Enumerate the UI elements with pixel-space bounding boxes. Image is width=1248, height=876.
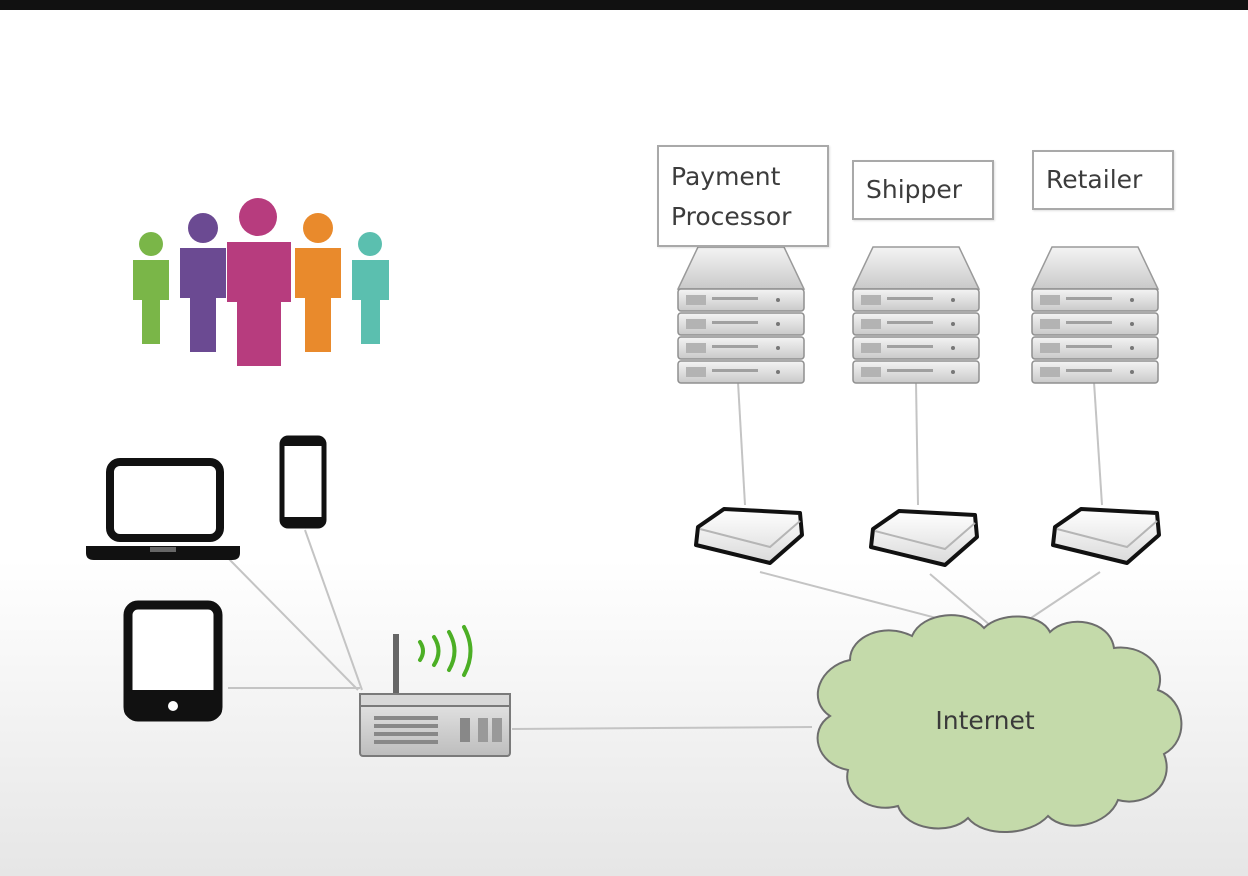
- person-magenta-icon: [227, 198, 291, 366]
- laptop-icon: [86, 458, 240, 560]
- smartphone-icon: [279, 435, 327, 529]
- payment-processor-label: Payment Processor: [657, 145, 829, 247]
- server-rack-payment-icon: [677, 246, 805, 384]
- wifi-waves-icon: [418, 625, 473, 677]
- server-rack-retailer-icon: [1031, 246, 1159, 384]
- retailer-label: Retailer: [1032, 150, 1174, 210]
- shipper-label: Shipper: [852, 160, 994, 220]
- switch-payment-icon: [694, 507, 804, 565]
- switch-retailer-icon: [1051, 507, 1161, 565]
- video-top-bar: [0, 0, 1248, 10]
- person-teal-icon: [352, 232, 389, 344]
- wifi-router-icon: [359, 625, 511, 757]
- internet-cloud-icon: [816, 614, 1183, 833]
- internet-label: Internet: [935, 706, 1035, 735]
- people-group-icon: [133, 198, 389, 366]
- switch-shipper-icon: [869, 509, 979, 567]
- person-green-icon: [133, 232, 169, 344]
- server-rack-shipper-icon: [852, 246, 980, 384]
- person-purple-icon: [180, 213, 226, 352]
- tablet-icon: [123, 600, 223, 722]
- person-orange-icon: [295, 213, 341, 352]
